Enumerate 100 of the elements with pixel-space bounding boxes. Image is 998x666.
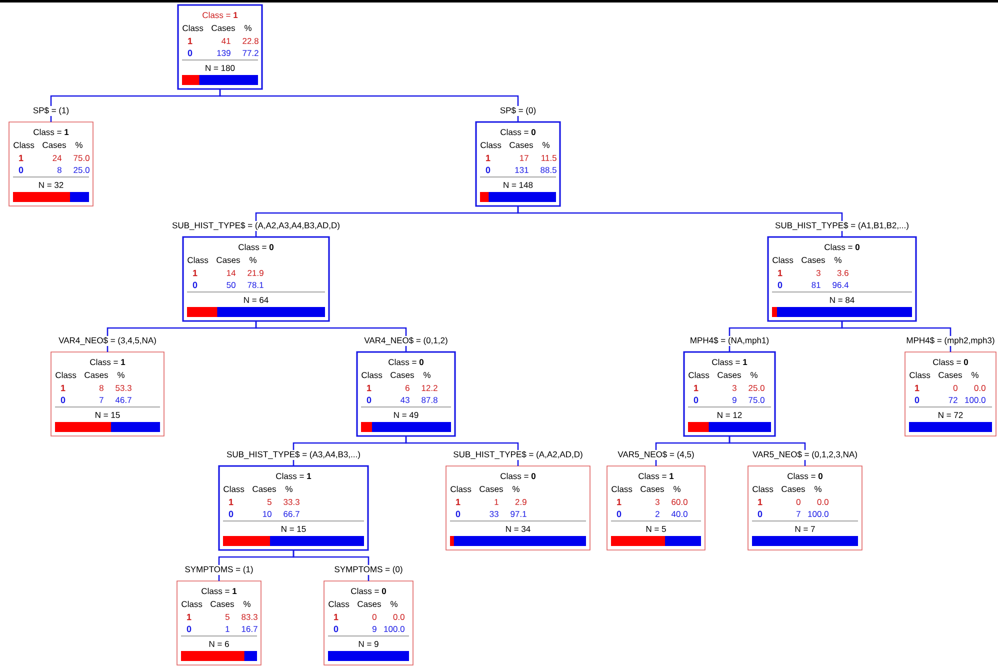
case-count: 10 [263, 511, 272, 517]
class-heading: Class = 1 [638, 472, 674, 480]
total-count: N = 9 [358, 641, 378, 647]
percent-value: 100.0 [808, 511, 828, 517]
class-heading: Class = 1 [34, 128, 69, 136]
tree-node [446, 466, 590, 550]
class-label: 1 [229, 498, 234, 506]
case-count: 33 [490, 511, 498, 517]
class-heading: Class = 0 [500, 128, 536, 136]
column-header: % [972, 372, 978, 378]
percent-value: 21.9 [248, 270, 264, 276]
tree-node [50, 352, 164, 436]
connector-line [841, 321, 952, 352]
percent-value: 96.4 [832, 282, 849, 288]
column-header: Class [362, 372, 382, 378]
case-count: 8 [57, 167, 62, 173]
class-label: 1 [61, 384, 66, 392]
split-label: SP$ = (1) [32, 106, 70, 116]
class-label: 0 [334, 626, 338, 632]
connector-line [292, 550, 370, 581]
case-count: 139 [217, 50, 230, 56]
percent-value: 77.2 [242, 50, 258, 56]
column-header: Class [450, 486, 472, 492]
case-count: 50 [226, 282, 236, 288]
column-header: % [250, 257, 256, 263]
percent-value: 83.3 [242, 614, 258, 620]
percent-value: 25.0 [748, 385, 764, 391]
percent-value: 0.0 [393, 614, 404, 620]
tree-node [475, 121, 561, 207]
column-header: % [118, 372, 124, 378]
tree-node [182, 236, 330, 322]
column-header: Cases [212, 25, 235, 31]
column-header: % [674, 486, 680, 492]
column-header: % [750, 372, 758, 378]
tree-node [324, 580, 414, 666]
percent-value: 0.0 [817, 499, 828, 505]
percent-value: 78.1 [248, 282, 264, 288]
class-label: 1 [486, 154, 490, 162]
class-label: 1 [19, 154, 24, 162]
percent-value: 53.3 [116, 385, 132, 391]
percent-value: 3.6 [837, 270, 848, 276]
column-header: Class [612, 486, 632, 492]
class-label: 1 [778, 270, 782, 276]
class-label: 0 [228, 510, 234, 518]
column-header: Class [688, 372, 710, 378]
percent-value: 75.0 [748, 397, 764, 403]
case-count: 41 [222, 38, 230, 44]
percent-value: 16.7 [242, 626, 258, 632]
split-label: SUB_HIST_TYPE$ = (A,A2,A3,A4,B3,AD,D) [171, 220, 341, 232]
split-label: VAR4_NEO$ = (3,4,5,NA) [58, 336, 158, 346]
total-count: N = 5 [646, 526, 666, 532]
column-header: Class [56, 372, 76, 378]
case-count: 3 [732, 385, 736, 391]
column-header: Cases [84, 372, 108, 378]
class-label: 1 [915, 384, 920, 392]
percent-value: 0.0 [974, 385, 986, 391]
class-label: 0 [186, 626, 192, 632]
column-header: Cases [510, 142, 533, 148]
total-count: N = 32 [39, 182, 64, 188]
column-header: % [76, 142, 82, 148]
split-label: VAR5_NEO$ = (0,1,2,3,NA) [752, 450, 858, 460]
case-count: 81 [812, 282, 820, 288]
split-label: SP$ = (0) [498, 106, 538, 116]
connector-line [517, 206, 843, 237]
column-header: % [814, 486, 822, 492]
class-heading: Class = 1 [712, 358, 748, 366]
class-heading: Class = 0 [824, 244, 860, 250]
percent-value: 100.0 [384, 626, 404, 632]
class-label: 0 [694, 396, 698, 404]
column-header: Class [328, 600, 350, 608]
percent-value: 88.5 [540, 167, 556, 173]
column-header: % [834, 257, 842, 263]
tree-node [606, 466, 706, 550]
case-count: 0 [372, 614, 376, 620]
class-heading: Class = 0 [388, 358, 424, 366]
total-count: N = 15 [282, 526, 306, 532]
column-header: Class [188, 256, 208, 264]
class-label: 0 [456, 510, 460, 518]
split-label: SUB_HIST_TYPE$ = (A1,B1,B2,...) [774, 220, 910, 232]
class-heading: Class = 1 [90, 358, 126, 366]
class-heading: Class = 0 [351, 588, 386, 594]
column-header: Class [224, 486, 244, 492]
total-count: N = 72 [938, 412, 963, 418]
class-label: 1 [694, 384, 698, 392]
column-header: Cases [480, 486, 503, 492]
class-label: 0 [758, 510, 762, 518]
column-header: Cases [390, 372, 414, 378]
class-label: 0 [778, 282, 782, 288]
total-count: N = 148 [504, 182, 533, 188]
case-count: 8 [99, 385, 104, 391]
percent-value: 11.5 [542, 155, 556, 161]
tree-node [218, 465, 369, 551]
case-count: 3 [655, 499, 660, 505]
total-count: N = 34 [506, 526, 530, 532]
class-label: 0 [366, 396, 372, 404]
case-count: 2 [656, 511, 660, 517]
case-count: 24 [52, 155, 62, 161]
percent-value: 33.3 [284, 499, 300, 505]
class-heading: Class = 0 [933, 358, 968, 366]
class-label: 0 [188, 50, 192, 56]
